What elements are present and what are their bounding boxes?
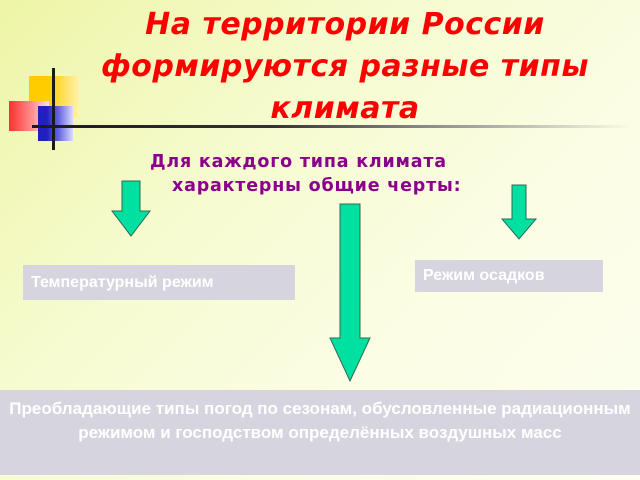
decor-horizontal-line <box>32 125 632 128</box>
weather-types-box: Преобладающие типы погод по сезонам, обу… <box>0 390 640 475</box>
precipitation-regime-box: Режим осадков <box>415 260 603 292</box>
temperature-regime-box: Температурный режим <box>23 265 295 300</box>
decor-vertical-line <box>52 68 55 150</box>
subtitle-line-2: характерны общие черты: <box>172 176 462 196</box>
down-arrow-icon <box>110 180 152 237</box>
decor-blue-square <box>38 106 73 141</box>
slide-subtitle: Для каждого типа климата характерны общи… <box>150 150 570 198</box>
down-arrow-icon <box>329 203 371 383</box>
subtitle-line-1: Для каждого типа климата <box>150 152 447 172</box>
slide-title: На территории России формируются разные … <box>100 7 590 126</box>
down-arrow-icon <box>500 184 538 240</box>
